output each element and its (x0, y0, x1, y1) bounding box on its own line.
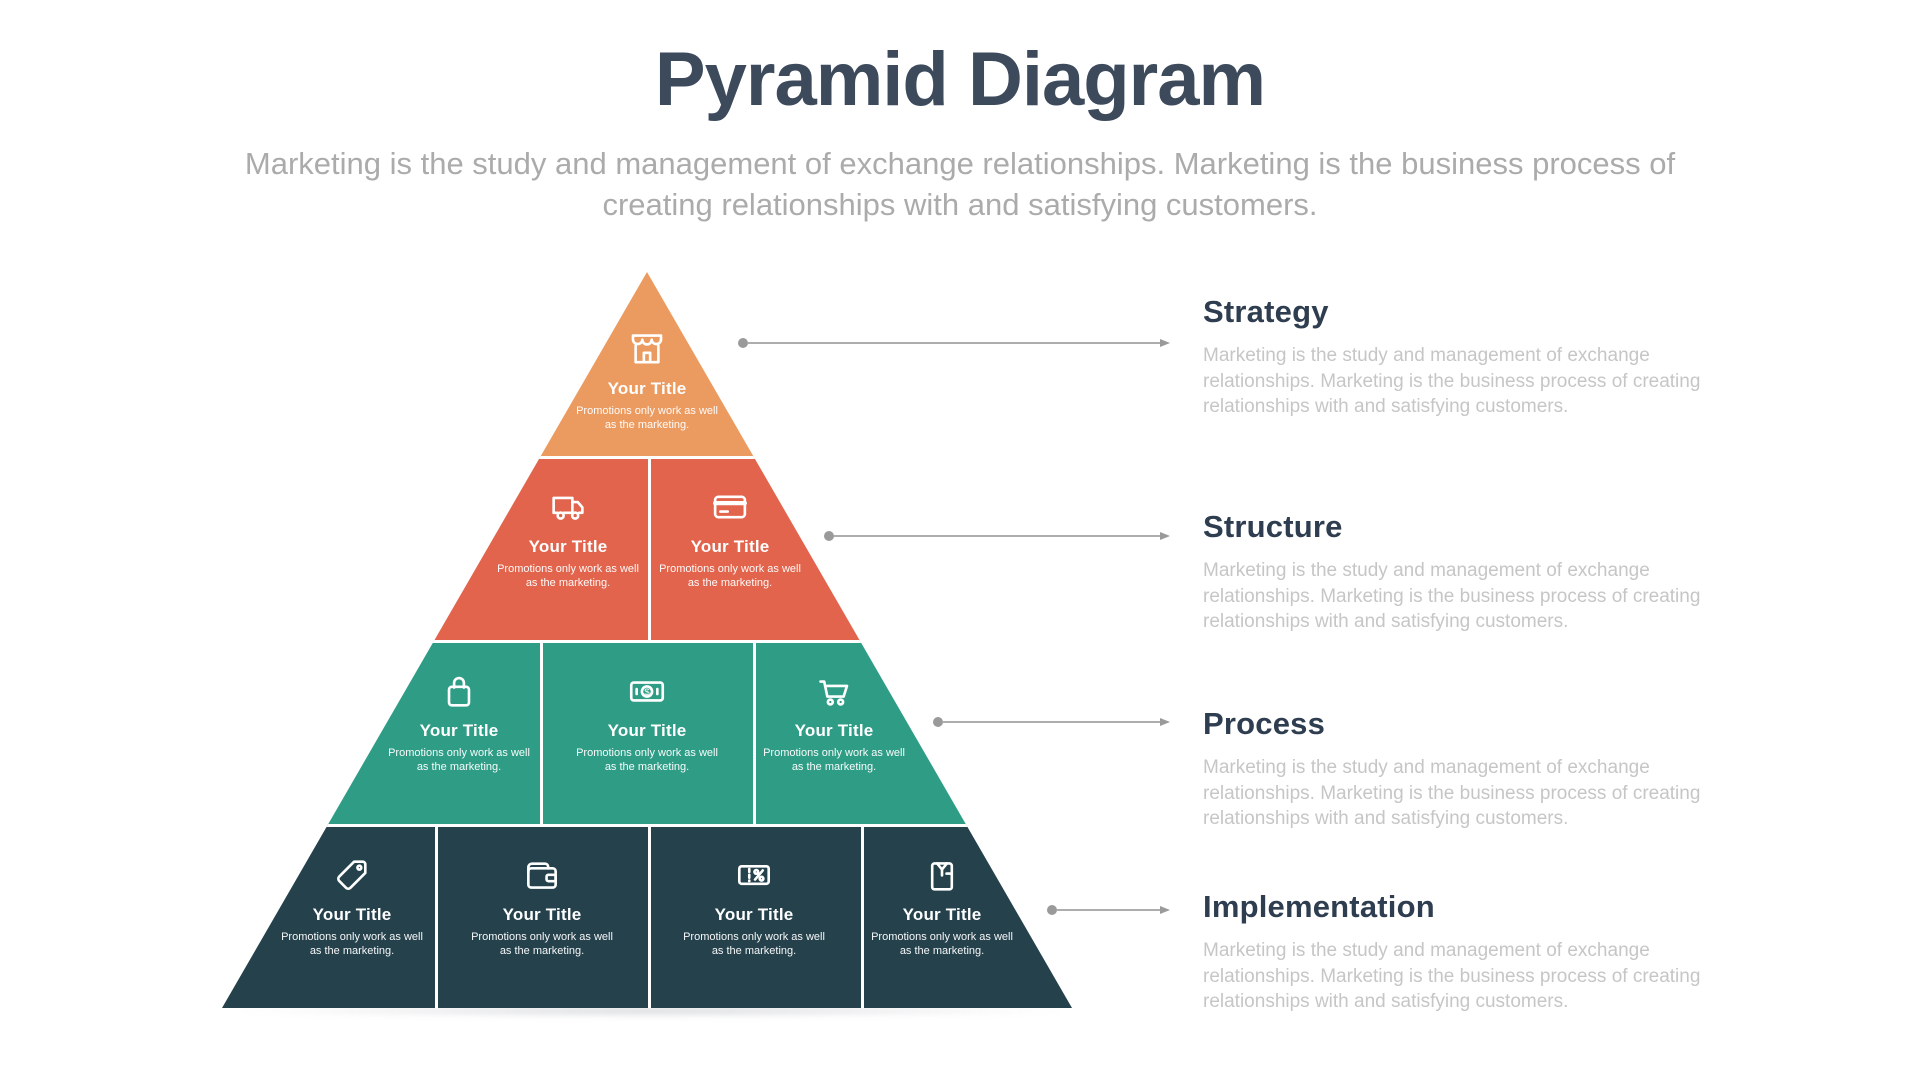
section-body: Marketing is the study and management of… (1203, 940, 1701, 1012)
page-subtitle: Marketing is the study and management of… (244, 146, 1676, 222)
section-structure: Structure Marketing is the study and man… (1203, 509, 1778, 635)
section-strategy: Strategy Marketing is the study and mana… (1203, 294, 1778, 420)
connector-structure (824, 531, 1170, 541)
svg-text:$: $ (644, 687, 650, 698)
pyramid-level-4 (222, 824, 1072, 1008)
pyramid-shadow (238, 1005, 1064, 1017)
cell-description: Promotions only work as well as the mark… (576, 405, 718, 431)
credit-card-icon (709, 486, 751, 528)
cell-description: Promotions only work as well as the mark… (659, 563, 801, 589)
cell-title: Your Title (607, 379, 687, 398)
arrow-right-icon (1160, 339, 1170, 347)
connector-strategy (738, 338, 1170, 348)
cell-title: Your Title (690, 537, 770, 556)
price-tag-icon (331, 854, 373, 896)
shopping-cart-icon (813, 670, 855, 712)
pyramid-cell: Your Title Promotions only work as well … (734, 640, 934, 824)
cell-description: Promotions only work as well as the mark… (497, 563, 639, 589)
section-heading: Structure (1203, 509, 1343, 544)
cell-divider (435, 824, 438, 1008)
cell-title: Your Title (794, 721, 874, 740)
cell-title: Your Title (714, 905, 794, 924)
cell-title: Your Title (502, 905, 582, 924)
pyramid-cell: Your Title Promotions only work as well … (654, 824, 854, 1008)
arrow-right-icon (1160, 532, 1170, 540)
arrow-right-icon (1160, 906, 1170, 914)
cell-divider (753, 640, 756, 824)
cell-divider (648, 824, 651, 1008)
section-body: Marketing is the study and management of… (1203, 345, 1701, 417)
pyramid-cell: Your Title Promotions only work as well … (252, 824, 452, 1008)
section-heading: Strategy (1203, 294, 1329, 329)
wallet-icon (521, 854, 563, 896)
connector-line (834, 535, 1160, 537)
pyramid-cell: Your Title Promotions only work as well … (442, 824, 642, 1008)
section-heading: Implementation (1203, 889, 1435, 924)
connector-dot (824, 531, 834, 541)
pyramid-cell: Your Title Promotions only work as well … (359, 640, 559, 824)
connector-dot (1047, 905, 1057, 915)
section-body: Marketing is the study and management of… (1203, 757, 1701, 829)
store-icon (626, 328, 668, 370)
pyramid-cell: Your Title Promotions only work as well … (630, 456, 830, 640)
connector-implementation (1047, 905, 1170, 915)
banknote-icon: $ (626, 670, 668, 712)
shirt-icon (921, 854, 963, 896)
page-title: Pyramid Diagram (654, 37, 1266, 122)
pyramid-cell: $ Your Title Promotions only work as wel… (547, 640, 747, 824)
cell-description: Promotions only work as well as the mark… (471, 931, 613, 957)
pyramid: Your Title Promotions only work as well … (222, 272, 1072, 1008)
arrow-right-icon (1160, 718, 1170, 726)
cell-divider (540, 640, 543, 824)
connector-line (1057, 909, 1160, 911)
pyramid-cell: Your Title Promotions only work as well … (537, 272, 757, 456)
cell-divider (648, 456, 651, 640)
section-heading: Process (1203, 706, 1326, 741)
cell-description: Promotions only work as well as the mark… (281, 931, 423, 957)
cell-description: Promotions only work as well as the mark… (388, 747, 530, 773)
cell-description: Promotions only work as well as the mark… (871, 931, 1013, 957)
cell-title: Your Title (312, 905, 392, 924)
cell-description: Promotions only work as well as the mark… (576, 747, 718, 773)
connector-line (943, 721, 1160, 723)
header: Pyramid Diagram Marketing is the study a… (0, 36, 1920, 225)
cell-divider (861, 824, 864, 1008)
connector-dot (738, 338, 748, 348)
cell-title: Your Title (607, 721, 687, 740)
connector-dot (933, 717, 943, 727)
section-process: Process Marketing is the study and manag… (1203, 706, 1778, 832)
cell-description: Promotions only work as well as the mark… (763, 747, 905, 773)
cell-description: Promotions only work as well as the mark… (683, 931, 825, 957)
delivery-truck-icon (545, 486, 591, 528)
connector-line (748, 342, 1160, 344)
pyramid-cell: Your Title Promotions only work as well … (842, 824, 1042, 1008)
discount-coupon-icon (733, 854, 775, 896)
cell-title: Your Title (902, 905, 982, 924)
cell-title: Your Title (528, 537, 608, 556)
connector-process (933, 717, 1170, 727)
section-body: Marketing is the study and management of… (1203, 560, 1701, 632)
pyramid-cell: Your Title Promotions only work as well … (468, 456, 668, 640)
section-implementation: Implementation Marketing is the study an… (1203, 889, 1778, 1015)
cell-title: Your Title (419, 721, 499, 740)
shopping-bag-icon (438, 670, 480, 712)
